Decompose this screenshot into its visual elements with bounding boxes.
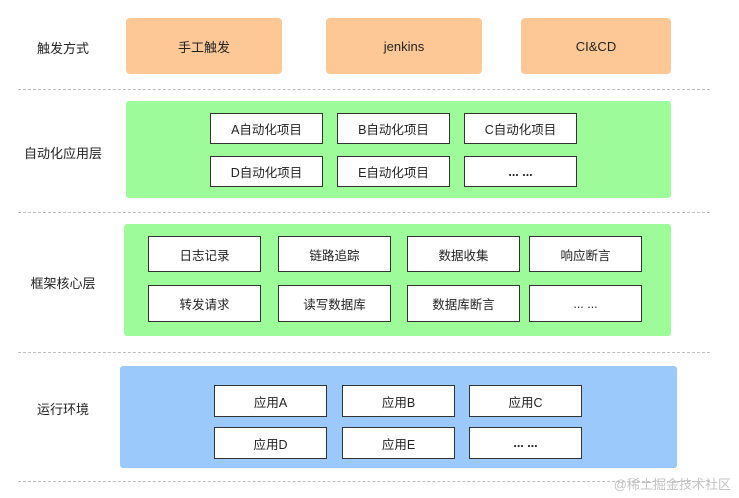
core-tracing: 链路追踪: [278, 236, 391, 272]
automation-project-b: B自动化项目: [337, 113, 450, 144]
core-more: ... ...: [529, 285, 642, 322]
runtime-app-c: 应用C: [469, 385, 582, 417]
divider-2: [18, 212, 710, 213]
trigger-jenkins: jenkins: [326, 18, 482, 74]
layer-label-core: 框架核心层: [30, 276, 96, 291]
core-data-collection: 数据收集: [407, 236, 520, 272]
layer-label-trigger: 触发方式: [36, 41, 89, 56]
core-db-read-write: 读写数据库: [278, 285, 391, 322]
runtime-app-d: 应用D: [214, 427, 327, 459]
automation-project-a: A自动化项目: [210, 113, 323, 144]
runtime-app-b: 应用B: [342, 385, 455, 417]
trigger-manual: 手工触发: [126, 18, 282, 74]
runtime-app-a: 应用A: [214, 385, 327, 417]
core-db-assertion: 数据库断言: [407, 285, 520, 322]
automation-project-more: ... ...: [464, 156, 577, 187]
layer-label-automation: 自动化应用层: [23, 146, 102, 161]
automation-project-d: D自动化项目: [210, 156, 323, 187]
core-forward-request: 转发请求: [148, 285, 261, 322]
divider-4: [18, 481, 710, 482]
watermark: @稀土掘金技术社区: [613, 477, 731, 492]
automation-project-e: E自动化项目: [337, 156, 450, 187]
divider-3: [18, 352, 710, 353]
runtime-app-more: ... ...: [469, 427, 582, 459]
layer-label-runtime: 运行环境: [36, 402, 89, 417]
core-response-assertion: 响应断言: [529, 236, 642, 272]
core-logging: 日志记录: [148, 236, 261, 272]
divider-1: [18, 89, 710, 90]
automation-project-c: C自动化项目: [464, 113, 577, 144]
runtime-app-e: 应用E: [342, 427, 455, 459]
trigger-cicd: CI&CD: [521, 18, 671, 74]
